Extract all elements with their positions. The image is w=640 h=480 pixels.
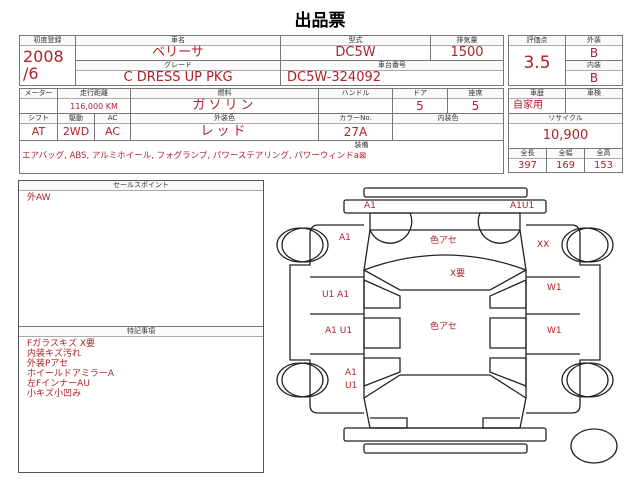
- ext-color-label: 外装色: [131, 114, 318, 124]
- score-cell: 評価点 3.5: [508, 35, 566, 86]
- length-label: 全長: [509, 149, 546, 159]
- doors-value: 5: [416, 99, 424, 113]
- wheel-rear-left: [276, 362, 324, 398]
- grade-cell: グレード C DRESS UP PKG: [75, 60, 281, 86]
- note-line: 小キズ小凹み: [27, 389, 82, 399]
- chassis-value: DC5W-324092: [287, 70, 382, 85]
- interior-cell: 内装 B: [565, 60, 623, 86]
- exterior-label: 外装: [566, 36, 622, 46]
- mark-right-rear-door: W1: [547, 326, 562, 336]
- mark-left-rear-fender-1: A1: [345, 368, 357, 378]
- ac-label: AC: [95, 114, 130, 124]
- score-label: 評価点: [509, 36, 565, 46]
- ext-color-value: レッド: [200, 124, 249, 139]
- mark-left-rear-door: A1 U1: [325, 326, 353, 336]
- wheel-rear-right: [566, 362, 614, 398]
- mark-left-front-fender: A1: [339, 233, 351, 243]
- registration-label: 初度登録: [20, 36, 75, 46]
- drive-value: 2WD: [62, 125, 90, 138]
- front-bumper-bar: [363, 187, 528, 198]
- note-line: 左FインナーAU: [27, 379, 90, 389]
- seats-value: 5: [471, 99, 480, 113]
- shift-value: AT: [31, 125, 46, 138]
- chassis-cell: 車台番号 DC5W-324092: [280, 60, 504, 86]
- page-title: 出品票: [294, 11, 346, 31]
- mark-roof: 色アセ: [430, 322, 457, 332]
- registration-month: /6: [23, 64, 39, 83]
- mark-right-front-fender: XX: [537, 240, 550, 250]
- spare-tire: [570, 428, 618, 464]
- height-value: 153: [593, 160, 614, 171]
- fuel-label: 燃料: [131, 89, 318, 99]
- mark-hood: 色アセ: [430, 236, 457, 246]
- ac-value: AC: [104, 125, 120, 138]
- history-label: 車歴: [509, 89, 565, 99]
- wheel-front-right: [566, 227, 614, 263]
- color-no-value: 27A: [343, 125, 368, 139]
- mark-front-bumper-right: A1U1: [510, 201, 535, 211]
- handle-label: ハンドル: [319, 89, 392, 99]
- width-label: 全幅: [547, 149, 584, 159]
- mark-left-front-door: U1 A1: [322, 290, 350, 300]
- front-bumper: [343, 199, 547, 214]
- history-value: 自家用: [513, 100, 543, 111]
- notes-label: 特記事項: [19, 326, 263, 337]
- int-color-label: 内装色: [393, 114, 503, 124]
- interior-label: 内装: [566, 61, 622, 71]
- model-value: DC5W: [335, 45, 376, 60]
- car-name-label: 車名: [76, 36, 280, 46]
- width-value: 169: [555, 160, 576, 171]
- note-line: Fガラスキズ X要: [27, 339, 96, 349]
- color-no-label: カラーNo.: [319, 114, 392, 124]
- registration-year: 2008: [23, 47, 64, 66]
- displacement-value: 1500: [450, 45, 484, 60]
- fuel-value: ガソリン: [192, 98, 257, 113]
- rear-bumper-bar: [363, 443, 528, 454]
- meter-label: メーター: [20, 89, 57, 99]
- rear-bumper: [343, 427, 547, 442]
- wheel-front-left: [276, 227, 324, 263]
- displacement-label: 排気量: [431, 36, 503, 46]
- note-line: ホイールドアミラーA: [27, 369, 114, 379]
- note-line: 内装キズ汚れ: [27, 349, 82, 359]
- mileage-value: 116,000 KM: [70, 102, 118, 111]
- model-label: 型式: [281, 36, 430, 46]
- car-name-value: ベリーサ: [152, 45, 204, 60]
- length-value: 397: [517, 160, 538, 171]
- mark-windshield: X要: [450, 269, 466, 279]
- remarks-box: セールスポイント 外AW 特記事項 Fガラスキズ X要 内装キズ汚れ 外装Pアセ…: [18, 180, 264, 473]
- interior-value: B: [589, 71, 599, 85]
- recycle-label: リサイクル: [509, 114, 622, 124]
- inspection-label: 車検: [566, 89, 622, 99]
- mark-left-rear-fender-2: U1: [345, 381, 358, 391]
- mark-front-bumper-left: A1: [364, 201, 376, 211]
- sales-points-label: セールスポイント: [19, 181, 263, 191]
- recycle-value: 10,900: [542, 128, 589, 143]
- exterior-value: B: [589, 46, 599, 60]
- grade-label: グレード: [76, 61, 280, 71]
- note-line: 外装Pアセ: [27, 359, 69, 369]
- doors-label: ドア: [393, 89, 447, 99]
- score-value: 3.5: [523, 53, 551, 73]
- drive-label: 駆動: [58, 114, 94, 124]
- equipment-value: エアバッグ, ABS, アルミホイール, フォグランプ, パワーステアリング, …: [22, 151, 367, 161]
- mileage-label: 走行距離: [58, 89, 130, 99]
- mark-right-front-door: W1: [547, 283, 562, 293]
- equipment-cell: 装備エアバッグ, ABS, アルミホイール, フォグランプ, パワーステアリング…: [19, 140, 504, 174]
- height-label: 全高: [585, 149, 622, 159]
- seats-label: 座席: [448, 89, 503, 99]
- shift-label: シフト: [20, 114, 57, 124]
- sales-point-line: 外AW: [27, 193, 51, 203]
- chassis-label: 車台番号: [281, 61, 503, 71]
- equipment-label: 装備: [20, 141, 503, 150]
- grade-value: C DRESS UP PKG: [123, 70, 233, 85]
